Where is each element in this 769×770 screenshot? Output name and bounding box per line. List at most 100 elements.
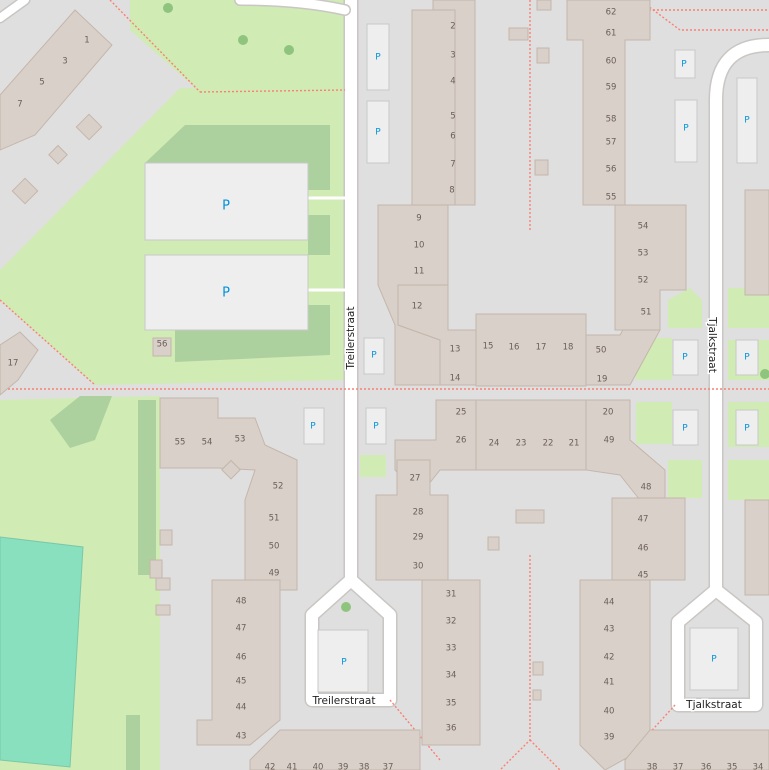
house-number: 48 [236, 597, 247, 607]
house-number: 33 [446, 644, 457, 654]
house-number: 43 [236, 732, 247, 742]
parking-icon: P [373, 422, 379, 432]
house-number: 32 [446, 617, 457, 627]
house-number: 42 [265, 763, 276, 770]
house-number: 21 [569, 439, 580, 449]
house-number: 5 [450, 112, 455, 122]
house-number: 30 [413, 562, 424, 572]
house-number: 34 [753, 763, 764, 770]
parking-icon: P [744, 116, 750, 126]
house-number: 15 [483, 342, 494, 352]
house-number: 58 [606, 115, 617, 125]
house-number: 51 [269, 514, 280, 524]
parking-icon: P [375, 53, 381, 63]
house-number: 50 [596, 346, 607, 356]
house-number: 3 [450, 51, 455, 61]
house-number: 40 [604, 707, 615, 717]
street-label-tjalkstraat-vertical: Tjalkstraat [706, 316, 718, 373]
house-number: 41 [604, 678, 615, 688]
house-number: 46 [236, 653, 247, 663]
street-label-treilerstraat-vertical: Treilerstraat [345, 307, 357, 371]
house-number: 47 [236, 624, 247, 634]
house-number: 48 [641, 483, 652, 493]
house-number: 16 [509, 343, 520, 353]
house-number: 55 [606, 193, 617, 203]
house-number: 42 [604, 653, 615, 663]
house-number: 14 [450, 374, 461, 384]
parking-icon: P [371, 351, 377, 361]
house-number: 23 [516, 439, 527, 449]
house-number: 25 [456, 408, 467, 418]
house-number: 54 [202, 438, 213, 448]
house-number: 51 [641, 308, 652, 318]
parking-icon: P [744, 424, 750, 434]
street-label-treilerstraat: Treilerstraat [312, 695, 376, 707]
house-number: 3 [62, 57, 67, 67]
house-number: 36 [446, 724, 457, 734]
house-number: 52 [273, 482, 284, 492]
house-number: 4 [450, 77, 455, 87]
parking-icon: P [222, 199, 230, 214]
house-number: 35 [446, 699, 457, 709]
house-number: 36 [701, 763, 712, 770]
house-number: 49 [269, 569, 280, 579]
house-number: 56 [157, 340, 168, 350]
house-number: 55 [175, 438, 186, 448]
house-number: 7 [450, 160, 455, 170]
house-number: 62 [606, 8, 617, 18]
house-number: 34 [446, 671, 457, 681]
house-number: 35 [727, 763, 738, 770]
house-number: 1 [84, 36, 89, 46]
house-number: 38 [647, 763, 658, 770]
parking-icon: P [683, 124, 689, 134]
house-number: 11 [414, 267, 425, 277]
roads [0, 0, 769, 713]
house-number: 37 [383, 763, 394, 770]
parking-icon: P [375, 128, 381, 138]
parking-icon: P [341, 658, 347, 668]
house-number: 53 [235, 435, 246, 445]
parking-icon: P [682, 353, 688, 363]
street-label-tjalkstraat: Tjalkstraat [685, 699, 742, 711]
house-number: 19 [597, 375, 608, 385]
house-number: 8 [449, 186, 454, 196]
house-number: 49 [604, 436, 615, 446]
house-number: 7 [17, 100, 22, 110]
house-number: 18 [563, 343, 574, 353]
house-number: 5 [39, 78, 44, 88]
house-number: 52 [638, 276, 649, 286]
house-number: 61 [606, 29, 617, 39]
parking-icon: P [222, 286, 230, 301]
house-number: 46 [638, 544, 649, 554]
house-number: 24 [489, 439, 500, 449]
house-number: 9 [416, 214, 421, 224]
house-number: 6 [450, 132, 455, 142]
house-number: 56 [606, 165, 617, 175]
house-number: 39 [604, 733, 615, 743]
house-number: 60 [606, 57, 617, 67]
house-number: 44 [236, 703, 247, 713]
house-number: 12 [412, 302, 423, 312]
house-number: 57 [606, 138, 617, 148]
house-number: 40 [313, 763, 324, 770]
house-number: 45 [236, 677, 247, 687]
house-number: 41 [287, 763, 298, 770]
house-number: 22 [543, 439, 554, 449]
house-number: 39 [338, 763, 349, 770]
house-number: 17 [536, 343, 547, 353]
parking-lots [144, 23, 759, 693]
house-number: 37 [673, 763, 684, 770]
house-number: 13 [450, 345, 461, 355]
house-number: 10 [414, 241, 425, 251]
house-number: 47 [638, 515, 649, 525]
house-number: 43 [604, 625, 615, 635]
house-number: 50 [269, 542, 280, 552]
parking-icon: P [744, 353, 750, 363]
